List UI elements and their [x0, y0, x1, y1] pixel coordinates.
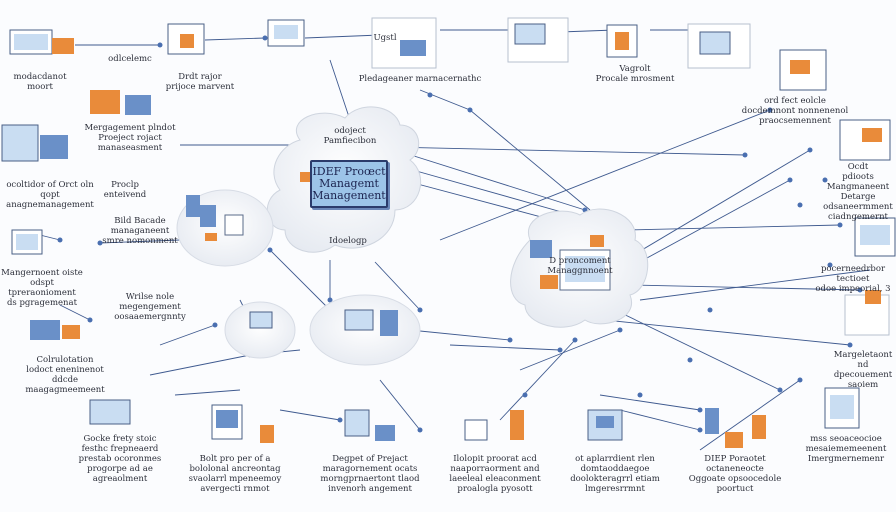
node-label: Vagrolt Procale mrosment [595, 64, 675, 84]
node-label: DIEP Poraotet octaneneocte Oggoate opsoo… [688, 454, 782, 494]
connector [639, 269, 871, 301]
node-label: mss seoaceocioe mesaiememeenent Imergmer… [805, 434, 887, 464]
connector [159, 324, 216, 346]
connector [379, 379, 421, 431]
illustration-desk-15 [344, 409, 395, 441]
left-cloud [176, 189, 274, 267]
connector [604, 319, 851, 346]
connector [559, 29, 616, 33]
node-label: ot aplarrdient rlen domtaoddaegoe doolok… [570, 454, 660, 494]
illustration-desk-1 [9, 29, 74, 55]
illustration-desk-8 [779, 49, 827, 91]
illustration-desk-7 [687, 23, 751, 69]
node-label: D proncoment Managgnnoent [547, 256, 613, 276]
illustration-desk-11 [11, 229, 43, 255]
node-label: Bolt pro per of a bololonal ancreontag s… [188, 454, 282, 494]
connector [614, 309, 781, 391]
illustration-desk-17 [587, 409, 623, 441]
node-label: Proclp enteivend [103, 180, 147, 200]
connector [304, 34, 381, 39]
connector [629, 284, 861, 291]
node-label: Idoelogp [329, 236, 367, 246]
lower-left-cloud [224, 301, 296, 359]
illustration-desk-19 [824, 387, 860, 429]
connector [279, 409, 341, 421]
connector [329, 59, 351, 121]
connector [39, 234, 61, 241]
node-label: Ilolopit proorat acd naaporraorment and … [449, 454, 541, 494]
right-cloud [510, 208, 649, 328]
connector-lines [39, 29, 871, 451]
connector [439, 109, 771, 241]
illustration-desk-20 [839, 119, 891, 161]
illustration-desk-13 [89, 399, 131, 425]
connector [59, 304, 91, 321]
illustration-desk-6 [606, 24, 638, 58]
connector [174, 389, 241, 396]
connector [394, 149, 586, 211]
node-label: modacdanot moort [13, 72, 67, 92]
node-label: Drdt rajor prijoce marvent [165, 72, 235, 92]
connector [619, 409, 701, 431]
node-label: Bild Bacade managaneent smre nomonment [102, 216, 178, 246]
illustration-desk-14 [211, 404, 274, 443]
illustration-desk-5 [507, 17, 569, 63]
illustration-desk-16 [464, 410, 524, 441]
node-label: Mergagement plndot Proeject rojact manas… [84, 123, 176, 153]
connector [519, 329, 621, 371]
connector [99, 239, 181, 244]
center-title-box: IDEF Proœct Managemt Management [310, 160, 388, 208]
node-label: Colrulotation lodoct eneninenot ddcde ma… [25, 355, 105, 395]
illustration-desk-22 [844, 290, 890, 336]
node-label: ocoltidor of Orct oln qopt anagnemanagem… [6, 180, 94, 210]
node-label: odlcelemc [108, 54, 152, 64]
illustration-desk-18 [705, 408, 766, 448]
connector [624, 224, 841, 231]
node-label: Mangernoent oiste odspt tpreraonioment d… [1, 268, 83, 308]
node-label: Gocke frety stoic festhc frepneaerd pres… [78, 434, 162, 484]
node-label: odoject Pamfiecibon [323, 126, 377, 146]
illustration-desk-23 [186, 195, 200, 217]
node-label: Ocdt pdioots Mangmaneent Detarge odsanee… [823, 162, 893, 222]
lower-center-cloud [309, 294, 421, 366]
connector [624, 179, 791, 271]
connector [624, 149, 811, 261]
connector [599, 394, 701, 411]
node-label: Ugstl [373, 33, 397, 43]
node-label: Degpet of Prejact maragornement ocats mo… [320, 454, 420, 494]
connector [699, 379, 801, 451]
connector [499, 339, 576, 421]
connector [374, 261, 421, 311]
node-label: Pledageaner marnacernathc [358, 74, 482, 84]
illustration-desk-2 [167, 23, 205, 55]
connector [204, 37, 266, 41]
illustration-desk-21 [854, 217, 896, 257]
node-label: Margeletaont nd dpecouement saoiem [833, 350, 893, 390]
node-label: ord fect eolcle docdemnont nonnenenol pr… [741, 96, 849, 126]
connector [409, 329, 511, 341]
illustration-monitor-center [300, 172, 310, 182]
illustration-desk-9 [90, 90, 151, 115]
node-label: Wrilse nole megengement oosaaemergnnty [114, 292, 186, 322]
connector [449, 344, 561, 351]
illustration-desk-3 [267, 19, 305, 47]
illustration-desk-12 [30, 320, 80, 340]
node-label: pocerneedrbor tectioet odoe impeorial, 3 [815, 264, 891, 294]
illustration-desk-4 [371, 17, 437, 69]
illustration-desk-10 [1, 124, 68, 162]
